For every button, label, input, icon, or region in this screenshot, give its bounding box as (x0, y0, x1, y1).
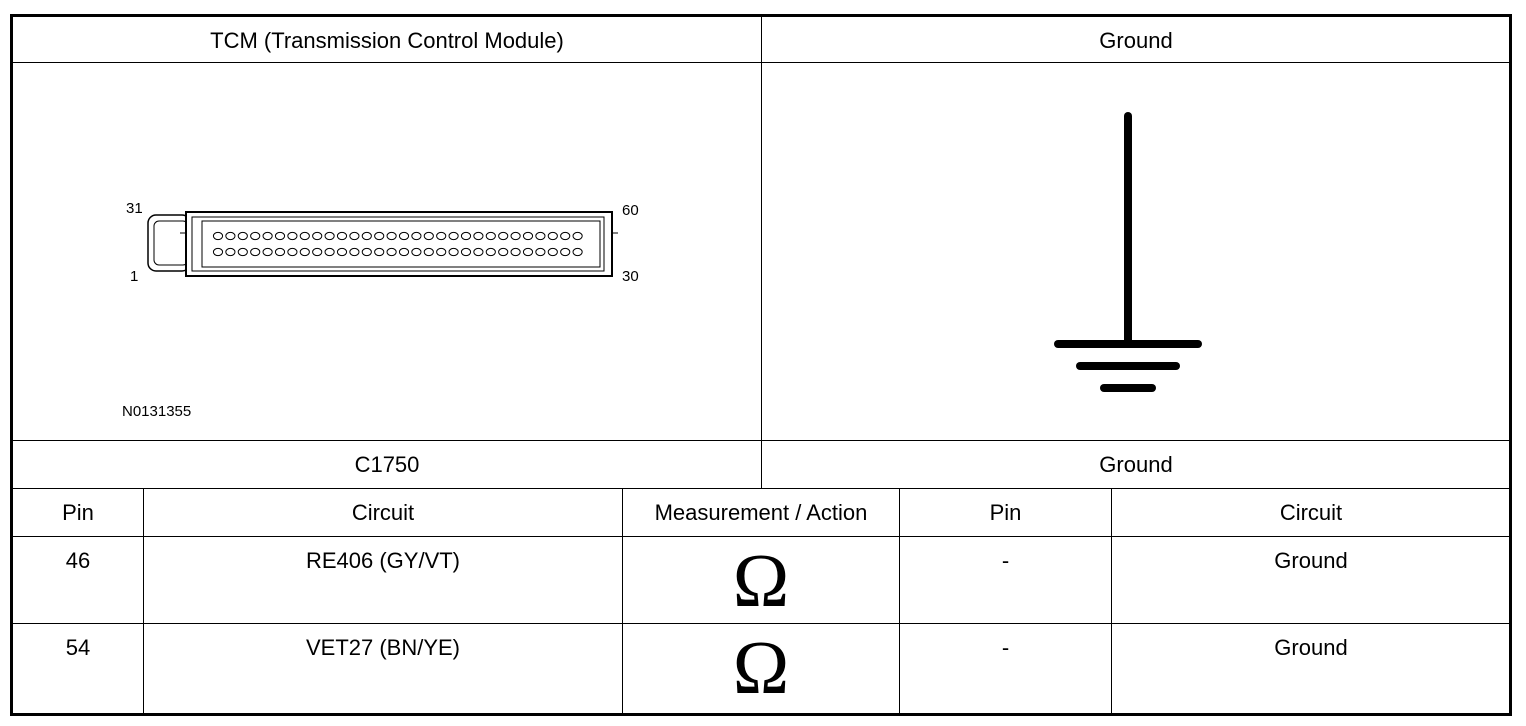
connector-pin-hole (436, 247, 447, 257)
row1-ground-circuit: Ground (1274, 548, 1348, 573)
connector-pin-hole (448, 231, 459, 241)
divider-v-center (761, 16, 762, 488)
connector-pin-hole (535, 247, 546, 257)
connector-pin-hole (485, 247, 496, 257)
connector-pin-hole (547, 247, 558, 257)
connector-pin-hole (237, 231, 248, 241)
divider-v-col1 (143, 488, 144, 714)
connector-pin-hole (560, 231, 571, 241)
connector-pin-hole (510, 231, 521, 241)
divider-v-col4 (1111, 488, 1112, 714)
connector-icon (147, 211, 618, 277)
pinout-table-frame (10, 14, 1512, 716)
col-header-ground-circuit: Circuit (1279, 500, 1343, 525)
connector-pin-hole (374, 247, 385, 257)
connector-pin-hole (250, 231, 261, 241)
connector-pin-hole (324, 231, 335, 241)
connector-pin-hole (386, 231, 397, 241)
ground-caption: Ground (1099, 452, 1173, 477)
image-code: N0131355 (122, 403, 192, 420)
connector-caption: C1750 (354, 452, 420, 477)
connector-pin-hole (312, 231, 323, 241)
connector-pin-hole (312, 247, 323, 257)
connector-pin-hole (349, 231, 360, 241)
divider-h-row1 (12, 623, 1510, 624)
row1-pin: 46 (65, 548, 91, 573)
ohm-symbol-icon: Ω (732, 539, 790, 623)
ohm-symbol-icon: Ω (732, 626, 790, 710)
connector-pin-hole (262, 231, 273, 241)
connector-pin-hole (299, 231, 310, 241)
connector-pin-hole (572, 247, 583, 257)
row2-ground-pin: - (1001, 635, 1010, 660)
pin-label-1: 1 (130, 268, 139, 285)
connector-pin-hole (336, 247, 348, 257)
connector-pin-hole (572, 231, 583, 241)
connector-pin-hole (398, 247, 410, 257)
tcm-title: TCM (Transmission Control Module) (210, 28, 564, 53)
connector-pin-hole (473, 231, 484, 241)
connector-pin-hole (423, 247, 434, 257)
row2-circuit: VET27 (BN/YE) (305, 635, 461, 660)
pin-label-60: 60 (622, 202, 639, 219)
connector-pin-hole (212, 231, 224, 241)
divider-h-captions (12, 488, 1510, 489)
connector-pin-hole (522, 247, 534, 257)
connector-pin-hole (436, 231, 447, 241)
connector-pin-hole (522, 231, 534, 241)
divider-v-col2 (622, 488, 623, 714)
pin-label-31: 31 (126, 200, 143, 217)
ground-title: Ground (1099, 28, 1173, 53)
connector-pin-hole (374, 231, 385, 241)
connector-pin-hole (560, 247, 571, 257)
pin-label-30: 30 (622, 268, 639, 285)
connector-pin-hole (274, 247, 286, 257)
connector-pin-hole (225, 231, 236, 241)
col-header-pin: Pin (62, 500, 94, 525)
connector-pin-hole (287, 231, 298, 241)
connector-pin-hole (473, 247, 484, 257)
connector-pin-hole (287, 247, 298, 257)
connector-pin-hole (423, 231, 434, 241)
connector-pin-hole (299, 247, 310, 257)
col-header-circuit: Circuit (351, 500, 415, 525)
connector-pin-hole (547, 231, 558, 241)
connector-pin-hole (237, 247, 248, 257)
connector-pin-hole (411, 231, 422, 241)
row1-ground-pin: - (1001, 548, 1010, 573)
divider-h-colheaders (12, 536, 1510, 537)
connector-pin-hole (336, 231, 348, 241)
col-header-measurement: Measurement / Action (654, 500, 868, 525)
connector-pin-hole (485, 231, 496, 241)
connector-pin-hole (349, 247, 360, 257)
connector-pin-hole (225, 247, 236, 257)
divider-v-col3 (899, 488, 900, 714)
connector-pin-hole (361, 247, 372, 257)
connector-pin-hole (274, 231, 286, 241)
connector-pin-hole (324, 247, 335, 257)
connector-pin-hole (411, 247, 422, 257)
connector-pin-hole (448, 247, 459, 257)
row2-ground-circuit: Ground (1274, 635, 1348, 660)
connector-pin-hole (212, 247, 224, 257)
row2-pin: 54 (65, 635, 91, 660)
connector-pin-hole (535, 231, 546, 241)
connector-pin-hole (250, 247, 261, 257)
connector-pin-hole (386, 247, 397, 257)
connector-pin-hole (398, 231, 410, 241)
ground-symbol-icon (1054, 112, 1202, 392)
connector-pin-hole (460, 247, 472, 257)
col-header-ground-pin: Pin (989, 500, 1022, 525)
connector-pin-hole (262, 247, 273, 257)
connector-pin-hole (460, 231, 472, 241)
connector-pin-hole (498, 247, 509, 257)
connector-pin-hole (361, 231, 372, 241)
row1-circuit: RE406 (GY/VT) (305, 548, 461, 573)
connector-pin-hole (498, 231, 509, 241)
connector-pin-hole (510, 247, 521, 257)
